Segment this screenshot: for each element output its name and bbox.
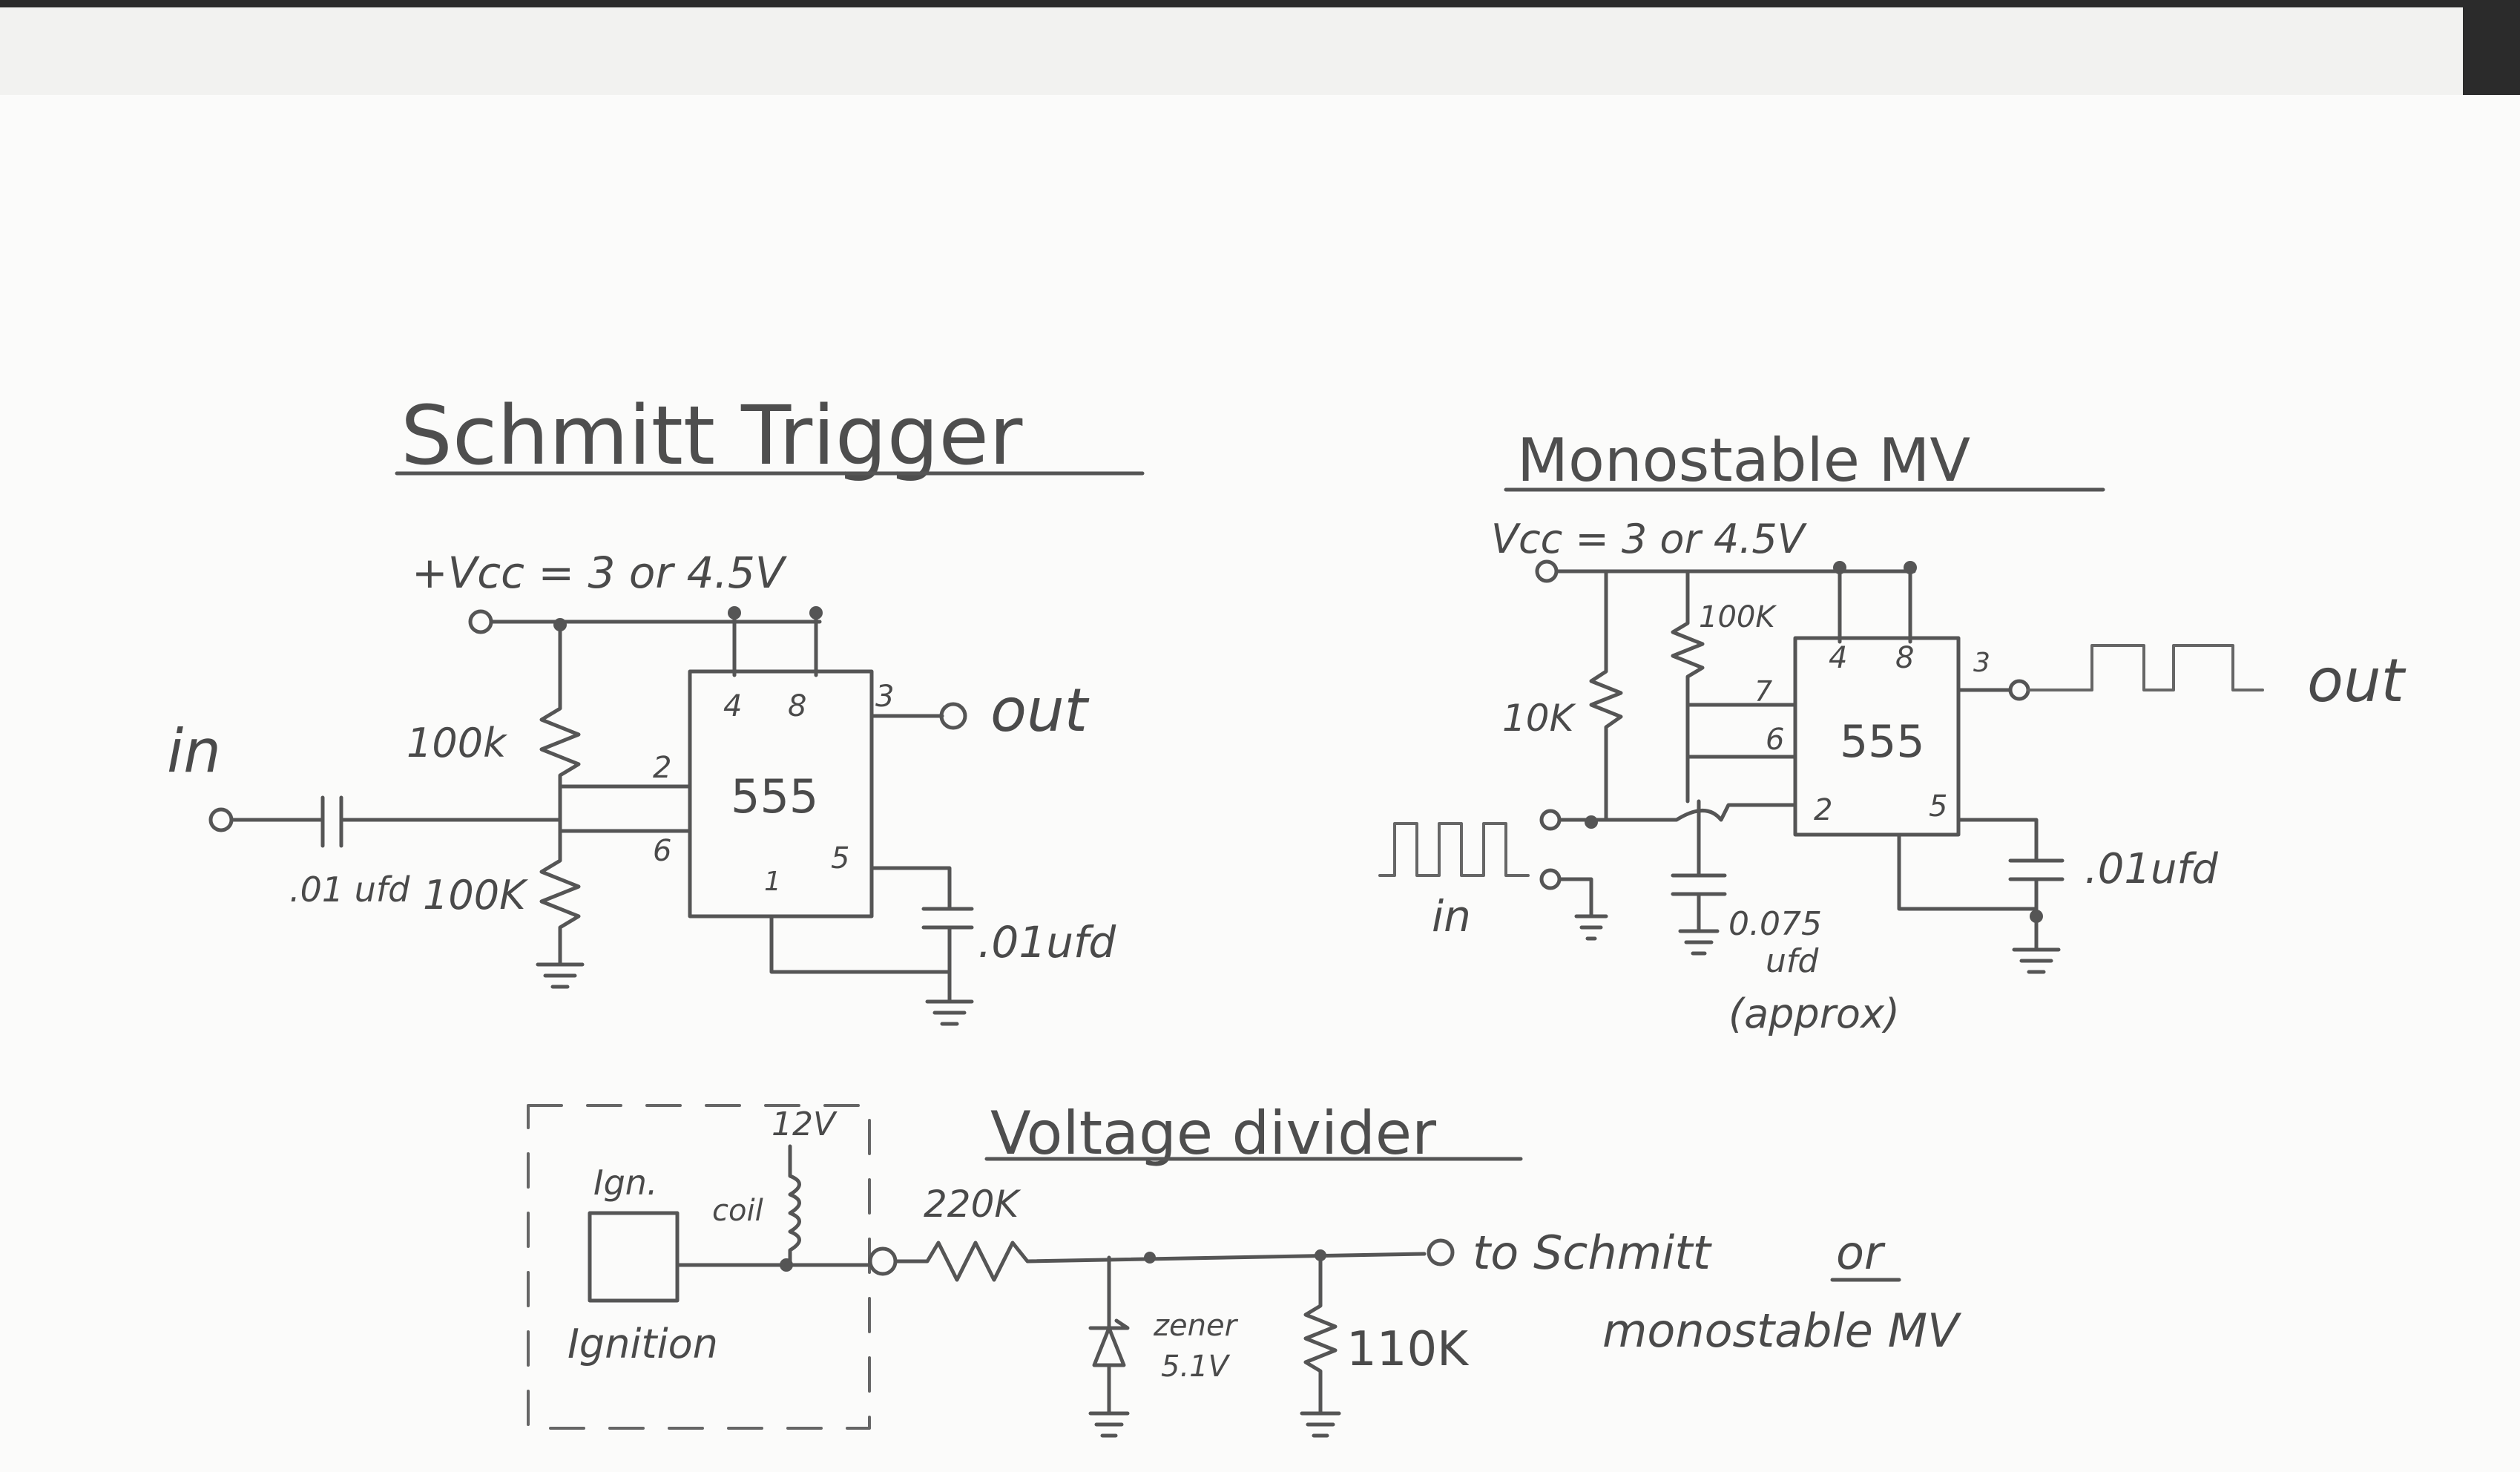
monostable-pin2-wire	[1557, 803, 1797, 822]
monostable-in-ground-terminal	[1539, 868, 1562, 890]
schmitt-resistor-divider	[539, 622, 581, 967]
monostable-in-ground	[1557, 877, 1608, 941]
schmitt-pin4-label: 4	[723, 689, 742, 723]
schmitt-in-terminal	[208, 807, 234, 832]
monostable-out-label: out	[2307, 646, 2406, 715]
schmitt-pin4-8-wires	[732, 611, 818, 677]
monostable-r-top-label: 100K	[1699, 600, 1777, 634]
schmitt-pin2-label: 2	[653, 751, 671, 785]
monostable-pin6-label: 6	[1766, 723, 1784, 757]
divider-input-terminal	[868, 1246, 898, 1276]
monostable-555-chip	[1793, 636, 1961, 837]
ignition-module	[588, 1211, 680, 1303]
monostable-vcc-label: Vcc = 3 or 4.5V	[1491, 516, 1808, 562]
divider-r-shunt-label: 110K	[1346, 1322, 1470, 1377]
schmitt-cap-in-label: .01 ufd	[289, 870, 410, 910]
monostable-pin5-label: 5	[1929, 789, 1947, 824]
schmitt-pin1-label: 1	[764, 867, 781, 897]
divider-output-terminal	[1427, 1238, 1455, 1266]
monostable-timing-capacitor	[1671, 799, 1727, 956]
divider-coil-label: coil	[712, 1194, 763, 1228]
schmitt-vcc-label: +Vcc = 3 or 4.5V	[412, 548, 788, 598]
divider-r-series-label: 220K	[924, 1183, 1022, 1226]
schmitt-title: Schmitt Trigger	[401, 388, 1023, 483]
monostable-cap-timing-label: 0.075	[1728, 905, 1822, 943]
schmitt-input-capacitor	[229, 795, 562, 848]
schmitt-r2-label: 100K	[423, 872, 528, 919]
monostable-in-node	[1585, 815, 1598, 829]
schmitt-555-chip	[688, 669, 874, 919]
schmitt-out-terminal	[939, 702, 967, 730]
schmitt-trigger-circuit: Schmitt Trigger +Vcc = 3 or 4.5V 555 4 8…	[167, 388, 1145, 1026]
schmitt-pin5-label: 5	[831, 841, 849, 875]
monostable-in-label: in	[1432, 891, 1471, 942]
divider-ign-label: Ign.	[593, 1163, 658, 1203]
divider-220k-resistor	[893, 1241, 1427, 1282]
monostable-pin4-8-wires	[1838, 565, 1912, 644]
schmitt-pin3-label: 3	[875, 680, 894, 714]
monostable-circuit: Monostable MV Vcc = 3 or 4.5V 555 4 8 3 …	[1378, 426, 2406, 1037]
monostable-vcc-terminal	[1535, 559, 1559, 583]
monostable-cap-approx: (approx)	[1728, 990, 1900, 1037]
ignition-coil	[788, 1144, 801, 1264]
monostable-input-waveform	[1378, 822, 1530, 877]
divider-or-label: or	[1836, 1226, 1886, 1280]
monostable-100k-resistor	[1671, 569, 1705, 804]
schmitt-pin8-label: 8	[788, 689, 806, 723]
schmitt-in-label: in	[167, 717, 221, 786]
monostable-pin7-6-wires	[1685, 703, 1797, 759]
monostable-title: Monostable MV	[1517, 426, 1970, 495]
divider-ignition-label: Ignition	[568, 1321, 718, 1367]
monostable-pin2-label: 2	[1814, 793, 1832, 827]
monostable-pin7-label: 7	[1754, 675, 1772, 708]
divider-to2-label: monostable MV	[1602, 1304, 1962, 1358]
divider-12v-label: 12V	[772, 1105, 838, 1143]
schmitt-out-label: out	[990, 676, 1090, 745]
monostable-pin3-label: 3	[1973, 648, 1990, 678]
monostable-cap-timing-unit: ufd	[1766, 942, 1819, 980]
monostable-chip-label: 555	[1840, 716, 1925, 768]
divider-node-1	[1144, 1252, 1156, 1264]
schmitt-pin6-label: 6	[653, 834, 671, 868]
zener-voltage-label: 5.1V	[1161, 1350, 1231, 1384]
divider-to-label: to Schmitt	[1473, 1226, 1713, 1280]
notebook-page	[0, 95, 2520, 1472]
monostable-pin4-label: 4	[1829, 641, 1847, 675]
schmitt-pin5-capacitor	[769, 866, 974, 1026]
divider-title: Voltage divider	[990, 1099, 1436, 1168]
schmitt-chip-label: 555	[731, 769, 818, 824]
schmitt-cap5-label: .01ufd	[978, 917, 1116, 967]
monostable-pin5-capacitor	[1897, 818, 2065, 974]
monostable-gnd-node	[2030, 910, 2043, 923]
divider-110k-resistor	[1300, 1253, 1341, 1438]
monostable-out-terminal	[2008, 679, 2030, 701]
zener-label: zener	[1153, 1309, 1239, 1343]
monostable-output-waveform	[2027, 644, 2264, 691]
monostable-r-side-label: 10K	[1502, 697, 1577, 740]
schmitt-pin2-6-wires	[558, 784, 692, 833]
zener-diode	[1088, 1255, 1130, 1438]
monostable-in-terminal	[1539, 809, 1562, 831]
schmitt-r1-label: 100k	[407, 720, 508, 766]
monostable-pin8-label: 8	[1895, 641, 1914, 675]
monostable-cap5-label: .01ufd	[2085, 845, 2218, 893]
monostable-10k-resistor	[1589, 569, 1623, 822]
voltage-divider-circuit: Voltage divider 12V Ign. coil Ignition 2…	[527, 1099, 1962, 1438]
schmitt-vcc-terminal	[468, 609, 493, 634]
underlying-page-edge	[0, 7, 2463, 102]
schmitt-ground-1	[536, 962, 585, 989]
